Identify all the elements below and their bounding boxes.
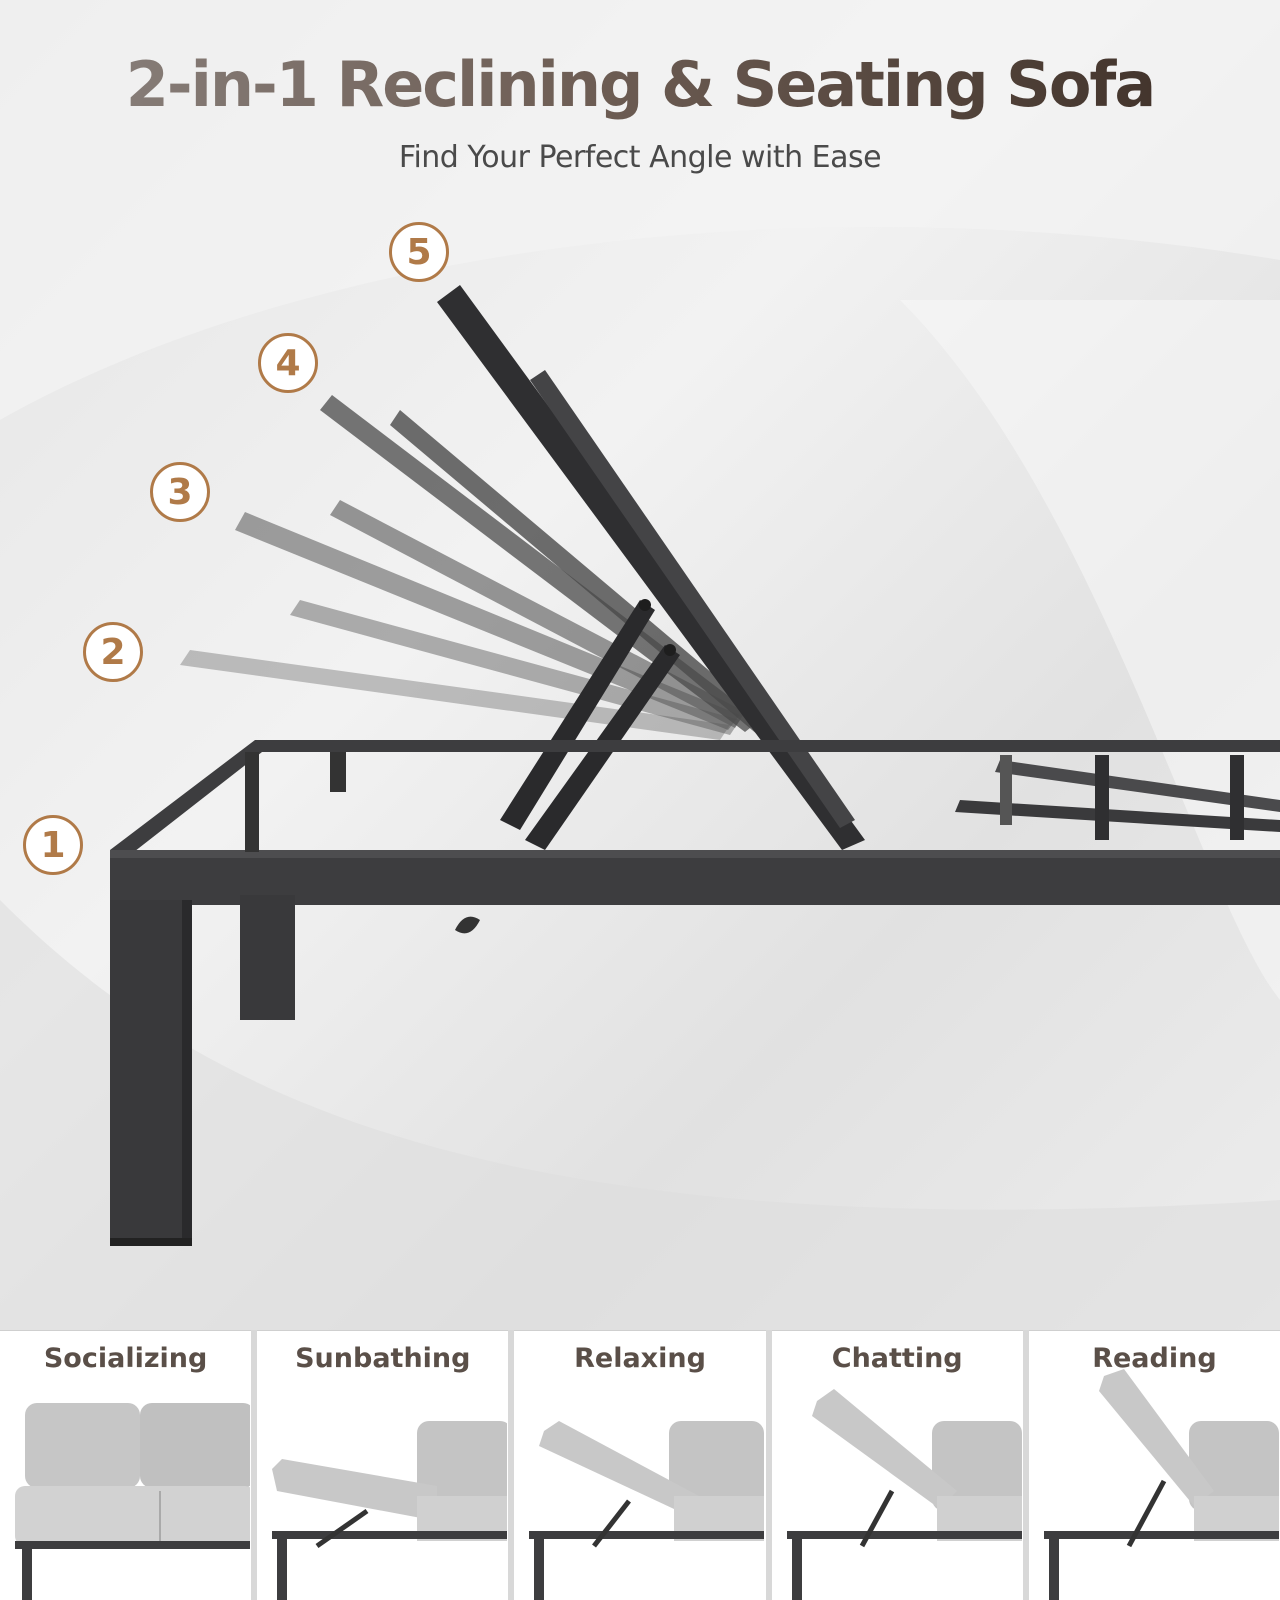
- position-badge-4: 4: [258, 333, 318, 393]
- ghost-backrest-3b: [330, 500, 745, 728]
- mode-panel-socializing: Socializing: [0, 1330, 252, 1600]
- page-title: 2-in-1 Reclining & Seating Sofa: [0, 48, 1280, 121]
- mode-label: Relaxing: [574, 1343, 706, 1374]
- sofa-sunbathing-icon: [272, 1421, 508, 1600]
- mode-label: Chatting: [831, 1343, 963, 1374]
- hero-section: 2-in-1 Reclining & Seating Sofa Find You…: [0, 0, 1280, 1330]
- ghost-backrest-4: [320, 395, 760, 732]
- sofa-socializing-icon: [15, 1403, 250, 1600]
- mode-panel-reading: Reading: [1028, 1330, 1280, 1600]
- position-badge-1: 1: [23, 815, 83, 875]
- background-swooshes: [0, 0, 1280, 1330]
- seat-slats: [865, 740, 1280, 840]
- position-badge-2: 2: [83, 622, 143, 682]
- sofa-relaxing-icon: [529, 1421, 765, 1600]
- mode-label: Socializing: [43, 1343, 208, 1374]
- mode-label: Reading: [1092, 1343, 1217, 1374]
- mode-panel-relaxing: Relaxing: [514, 1330, 766, 1600]
- rear-leg: [240, 895, 295, 1020]
- page-subtitle: Find Your Perfect Angle with Ease: [398, 140, 882, 175]
- mode-label: Sunbathing: [295, 1343, 471, 1374]
- mode-panel-sunbathing: Sunbathing: [257, 1330, 509, 1600]
- ghost-backrest-1: [180, 650, 730, 740]
- sofa-reading-icon: [1043, 1369, 1279, 1600]
- sofa-frame-illustration: [110, 285, 1280, 1246]
- front-leg: [110, 900, 182, 1245]
- base-frame: [110, 740, 1280, 1246]
- mode-panels: Socializing Sunbathing Relaxing: [0, 1330, 1280, 1600]
- position-badge-5: 5: [389, 222, 449, 282]
- sofa-chatting-icon: [786, 1389, 1022, 1600]
- position-badge-3: 3: [150, 462, 210, 522]
- mode-panel-chatting: Chatting: [771, 1330, 1023, 1600]
